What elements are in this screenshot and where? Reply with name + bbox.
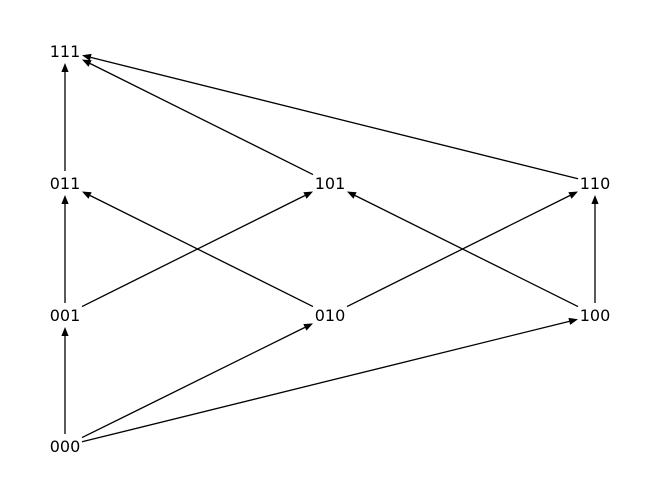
node-000: 000	[50, 437, 81, 456]
nodes-layer: 000 001 010 100 011 101 110 111	[50, 42, 611, 456]
node-001: 001	[50, 306, 81, 325]
edge-line	[346, 194, 571, 308]
edge-100-110	[591, 195, 599, 303]
node-011: 011	[50, 174, 81, 193]
arrowhead-icon	[82, 59, 92, 67]
edge-000-010	[81, 323, 313, 439]
node-101: 101	[315, 174, 346, 193]
arrowhead-icon	[568, 191, 578, 199]
edge-010-011	[82, 191, 314, 308]
arrowhead-icon	[61, 195, 69, 204]
edge-000-100	[81, 317, 578, 443]
arrowhead-icon	[591, 195, 599, 204]
arrowhead-icon	[303, 191, 313, 199]
edge-011-111	[61, 63, 69, 171]
edge-001-101	[81, 191, 313, 308]
edges-layer	[61, 53, 599, 443]
arrowhead-icon	[82, 191, 92, 199]
arrowhead-icon	[347, 191, 357, 199]
edge-line	[81, 326, 306, 439]
edge-line	[81, 194, 306, 308]
node-110: 110	[580, 174, 611, 193]
node-010: 010	[315, 306, 346, 325]
arrowhead-icon	[82, 53, 92, 61]
edge-line	[354, 194, 579, 308]
edge-line	[89, 194, 314, 308]
edge-110-111	[82, 53, 579, 180]
arrowhead-icon	[61, 63, 69, 72]
node-111: 111	[50, 42, 81, 61]
edge-010-110	[346, 191, 578, 308]
node-100: 100	[580, 306, 611, 325]
arrowhead-icon	[568, 317, 578, 325]
edge-100-101	[347, 191, 579, 308]
edge-line	[81, 320, 570, 443]
arrowhead-icon	[61, 327, 69, 336]
edge-line	[90, 56, 579, 180]
edge-001-011	[61, 195, 69, 303]
edge-000-001	[61, 327, 69, 434]
edge-101-111	[82, 59, 314, 176]
edge-line	[89, 62, 314, 176]
arrowhead-icon	[303, 323, 313, 331]
